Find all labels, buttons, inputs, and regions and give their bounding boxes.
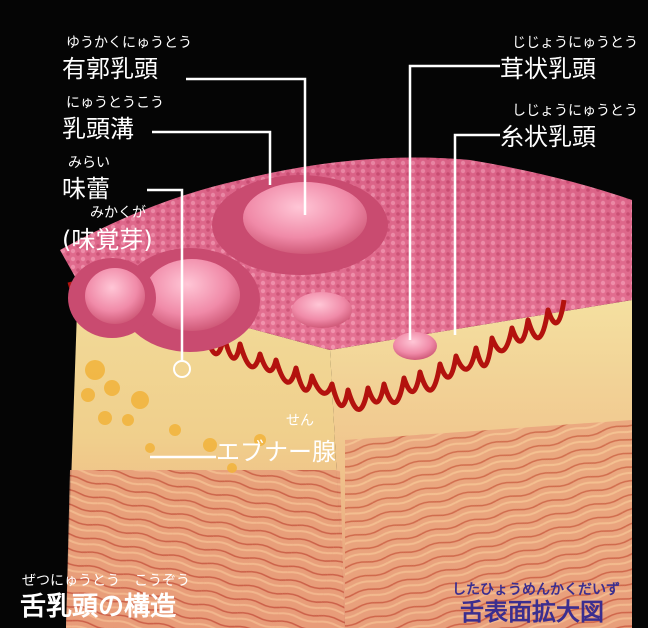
structure-caption-ruby: ぜつにゅうとう こうぞう xyxy=(22,574,190,588)
enlarged-caption-ruby: したひょうめんかくだいず xyxy=(452,583,620,597)
sulcus-ruby: にゅうとうこう xyxy=(66,96,164,110)
circumvallate-ruby: ゆうかくにゅうとう xyxy=(66,36,192,50)
ebner-ruby: せん xyxy=(286,414,314,428)
filiform-papilla-label: 糸状乳頭 xyxy=(500,125,596,149)
taste-bud-alt-ruby: みかくが xyxy=(90,206,146,220)
foliate-papilla-label: 茸状乳頭 xyxy=(500,57,596,81)
circumvallate-papilla-label: 有郭乳頭 xyxy=(62,57,158,81)
structure-caption-title: 舌乳頭の構造 xyxy=(20,594,176,620)
filiform-ruby: しじょうにゅうとう xyxy=(512,104,638,118)
taste-bud-label: 味蕾 xyxy=(62,177,110,201)
taste-bud-ruby: みらい xyxy=(68,156,110,170)
foliate-ruby: じじょうにゅうとう xyxy=(512,36,638,50)
taste-bud-alt-label: (味覚芽) xyxy=(62,228,153,252)
fungiform-papilla xyxy=(393,332,437,360)
papilla-sulcus-label: 乳頭溝 xyxy=(62,117,134,141)
ebner-gland-label: エブナー腺 xyxy=(216,440,336,464)
enlarged-caption-title: 舌表面拡大図 xyxy=(460,600,604,624)
